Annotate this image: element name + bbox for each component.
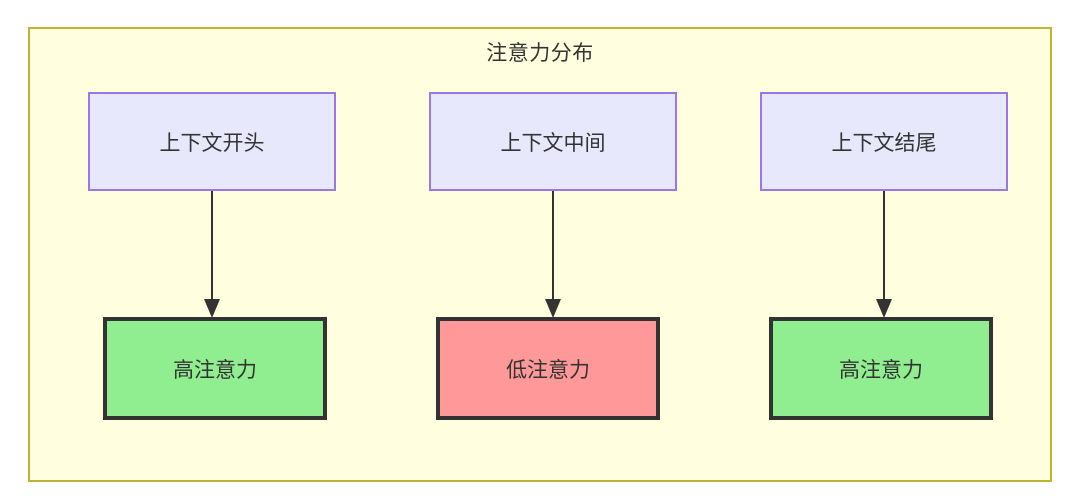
node-context-end[interactable]: 上下文结尾 bbox=[760, 92, 1008, 191]
node-high-attention-end[interactable]: 高注意力 bbox=[769, 317, 993, 420]
node-context-middle[interactable]: 上下文中间 bbox=[429, 92, 677, 191]
node-context-end-label: 上下文结尾 bbox=[831, 131, 937, 155]
node-low-attention-middle[interactable]: 低注意力 bbox=[436, 317, 660, 420]
node-high-attention-end-label: 高注意力 bbox=[839, 358, 923, 382]
node-high-attention-start[interactable]: 高注意力 bbox=[103, 317, 327, 420]
node-high-attention-start-label: 高注意力 bbox=[173, 358, 257, 382]
subgraph-title: 注意力分布 bbox=[486, 42, 594, 65]
node-low-attention-middle-label: 低注意力 bbox=[506, 358, 590, 382]
node-context-start-label: 上下文开头 bbox=[159, 131, 265, 155]
node-context-start[interactable]: 上下文开头 bbox=[88, 92, 336, 191]
node-context-middle-label: 上下文中间 bbox=[500, 131, 606, 155]
